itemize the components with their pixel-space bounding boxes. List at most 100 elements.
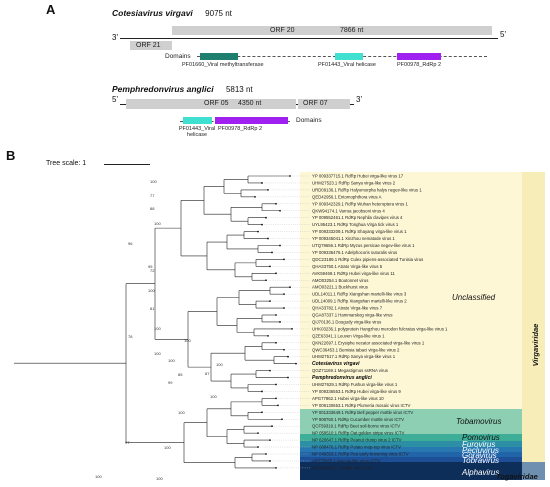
leaf-dot: [283, 307, 285, 309]
pecluvirus-bg: [300, 447, 522, 452]
leaf-label: QCF59319.1 RdRp Beet soil-borne virus IC…: [312, 424, 400, 429]
tobravirus-label: Tobravirus: [462, 456, 499, 465]
pecluvirus-label: Pecluvirus: [462, 446, 499, 455]
bootstrap-value: 87: [205, 371, 210, 376]
leaf-label: YP 009336476.1 Adelphocoris suturalis vi…: [312, 250, 397, 255]
helicase2-label: PF01443_Viral helicase: [178, 126, 216, 138]
virus2-5prime: 5': [112, 95, 118, 104]
leaf-label: URD09136.1 RdRp Halyomorpha halys negev-…: [312, 187, 422, 192]
leaf-label: YP 009337715.1 RdRp Hubei virga-like vir…: [312, 174, 404, 179]
bootstrap-value: 100: [150, 179, 157, 184]
leaf-label: APG77862.1 Hubei virga-like virus 10: [312, 396, 384, 401]
leaf-label: UTQ79656.1 RdRp Myzus persicae negev-lik…: [312, 243, 415, 248]
bootstrap-value: 100: [154, 221, 161, 226]
leaf-dot: [275, 202, 277, 205]
bootstrap-value: 100: [178, 410, 185, 415]
leaf-label: AVK59469.1 RdRp Hubei virga-like virus 1…: [312, 271, 395, 276]
leaf-label: YP 009336553.1 RdRp Hubei virga-like vir…: [312, 389, 401, 394]
leaf-dot: [269, 369, 271, 372]
bootstrap-value: 88: [150, 206, 155, 211]
leaf-dot: [265, 216, 267, 219]
rdrp2-domain: [215, 117, 288, 124]
leaf-label: QGZ71169.1 Megastigmus ssRNA virus: [312, 368, 388, 373]
leaf-label: QWC36453.1 Bemisia tabaci virga-like vir…: [312, 347, 400, 352]
tobravirus-bg: [300, 457, 522, 462]
bootstrap-value: 100: [168, 358, 175, 363]
leaf-dot: [275, 383, 277, 386]
leaf-label: UYL95423.1 RdRp Tonghua Virga tick virus…: [312, 222, 399, 227]
bootstrap-value: 99: [168, 380, 173, 385]
leaf-dot: [281, 418, 283, 421]
panel-b-letter: B: [6, 148, 16, 163]
leaf-dot: [277, 404, 279, 407]
bootstrap-value: 100: [164, 445, 171, 450]
leaf-dot: [275, 341, 277, 344]
leaf-dot: [257, 230, 259, 233]
panel-a-letter: A: [46, 2, 56, 17]
leaf-dot: [269, 265, 271, 268]
tobamovirus-label: Tobamovirus: [456, 417, 502, 426]
leaf-dot: [261, 390, 263, 393]
rdrp-label: PF00978_RdRp 2: [397, 62, 442, 68]
virus1-backbone: [120, 38, 498, 39]
leaf-label: UHM27629.1 RdRp Fushun virga-like virus …: [312, 382, 398, 387]
bootstrap-value: 78: [128, 334, 133, 339]
leaf-label: QKW94174.1 Varroa jacobsoni virus 4: [312, 208, 385, 213]
bootstrap-value: 100: [210, 394, 217, 399]
orf07-label: ORF 07: [303, 100, 328, 107]
bootstrap-value: 100: [148, 288, 155, 293]
leaf-label: QHA33782.1 Atrato Virga-like virus 7: [312, 306, 383, 311]
virgaviridae-label: Virgaviridae: [531, 324, 540, 367]
methyltransferase-domain: [200, 53, 238, 60]
leaf-dot: [257, 446, 259, 448]
orf21-label: ORF 21: [136, 42, 161, 49]
leaf-dot: [254, 195, 256, 198]
bootstrap-value: 85: [178, 372, 183, 377]
bootstrap-value: 72: [150, 268, 155, 273]
rdrp2-label: PF00978_RdRp 2: [218, 126, 263, 132]
furovirus-label: Furovirus: [462, 440, 495, 449]
bootstrap-value: 95: [148, 264, 153, 269]
virus2-3prime: 3': [356, 95, 362, 104]
leaf-label: QKN22697.1 Erysiphe necator associated v…: [312, 340, 425, 345]
orf07-bar: [298, 99, 350, 109]
leaf-label: ABT75955.1 Macula-like virus ICTV: [312, 458, 380, 463]
leaf-label: QED42956.1 Entomophthora virus A: [312, 194, 382, 199]
leaf-dot: [291, 328, 293, 330]
orf20-bar: [172, 26, 492, 35]
alphavirus-label: Alphavirus: [461, 468, 499, 477]
virus1-title: Cotesiavirus virgavi 9075 nt: [112, 8, 232, 18]
bootstrap-value: 100: [95, 474, 102, 479]
leaf-dots: [254, 175, 297, 469]
virus2-length: 5813 nt: [225, 85, 253, 94]
leaf-label: UHM27517.1 RdRp Sanya virga-like virus 1: [312, 354, 396, 359]
tree-branches: [14, 175, 310, 469]
leaf-dot: [283, 293, 285, 296]
unclassified-bg: [300, 172, 545, 409]
virus1-domains-label: Domains: [165, 53, 191, 60]
leaf-dot: [267, 334, 269, 337]
leaf-label: YP 908760.1 RdRp Cucumber mottle virus I…: [312, 417, 404, 422]
leaf-label: Pemphredonvirus anglici: [312, 375, 372, 381]
leaf-label: UDL14009.1 RdRp Xiangshan martelli-like …: [312, 299, 407, 304]
leaf-dot: [287, 376, 289, 379]
leaf-dot: [287, 355, 289, 358]
tree-scale-bar: [104, 164, 150, 165]
orf20-label: ORF 20: [270, 27, 295, 34]
leaf-label: QZE63341.1 Leuven Virga-like virus 1: [312, 333, 385, 338]
leaf-label: YP 009333209.1 RdRp Shayang virga-like v…: [312, 229, 407, 234]
leaf-label: UDL14011.1 RdRp Xiangshan martelli-like …: [312, 292, 407, 297]
leaf-label: AMO03221.1 Buckhurst virus: [312, 285, 368, 290]
leaf-dot: [279, 244, 281, 247]
leaf-label: NP 059510.1 RdRp Oat golden stripe virus…: [312, 431, 404, 436]
orf05-bar: [126, 99, 296, 109]
bootstrap-value: 81: [150, 306, 155, 311]
leaf-label: UHK03236.1 polyprotein Hangzhou merodon …: [312, 326, 448, 331]
rdrp-domain: [397, 53, 441, 60]
leaf-label: YP 009345041.1 Xinzhou nematode virus 1: [312, 236, 395, 241]
bootstrap-value: 100: [156, 476, 163, 481]
virus2-name: Pemphredonvirus anglici: [112, 84, 214, 94]
leaf-dot: [275, 272, 277, 275]
leaf-label: QDC23189.1 RdRp Culex pipiens-associated…: [312, 257, 423, 262]
leaf-dot: [283, 348, 285, 351]
